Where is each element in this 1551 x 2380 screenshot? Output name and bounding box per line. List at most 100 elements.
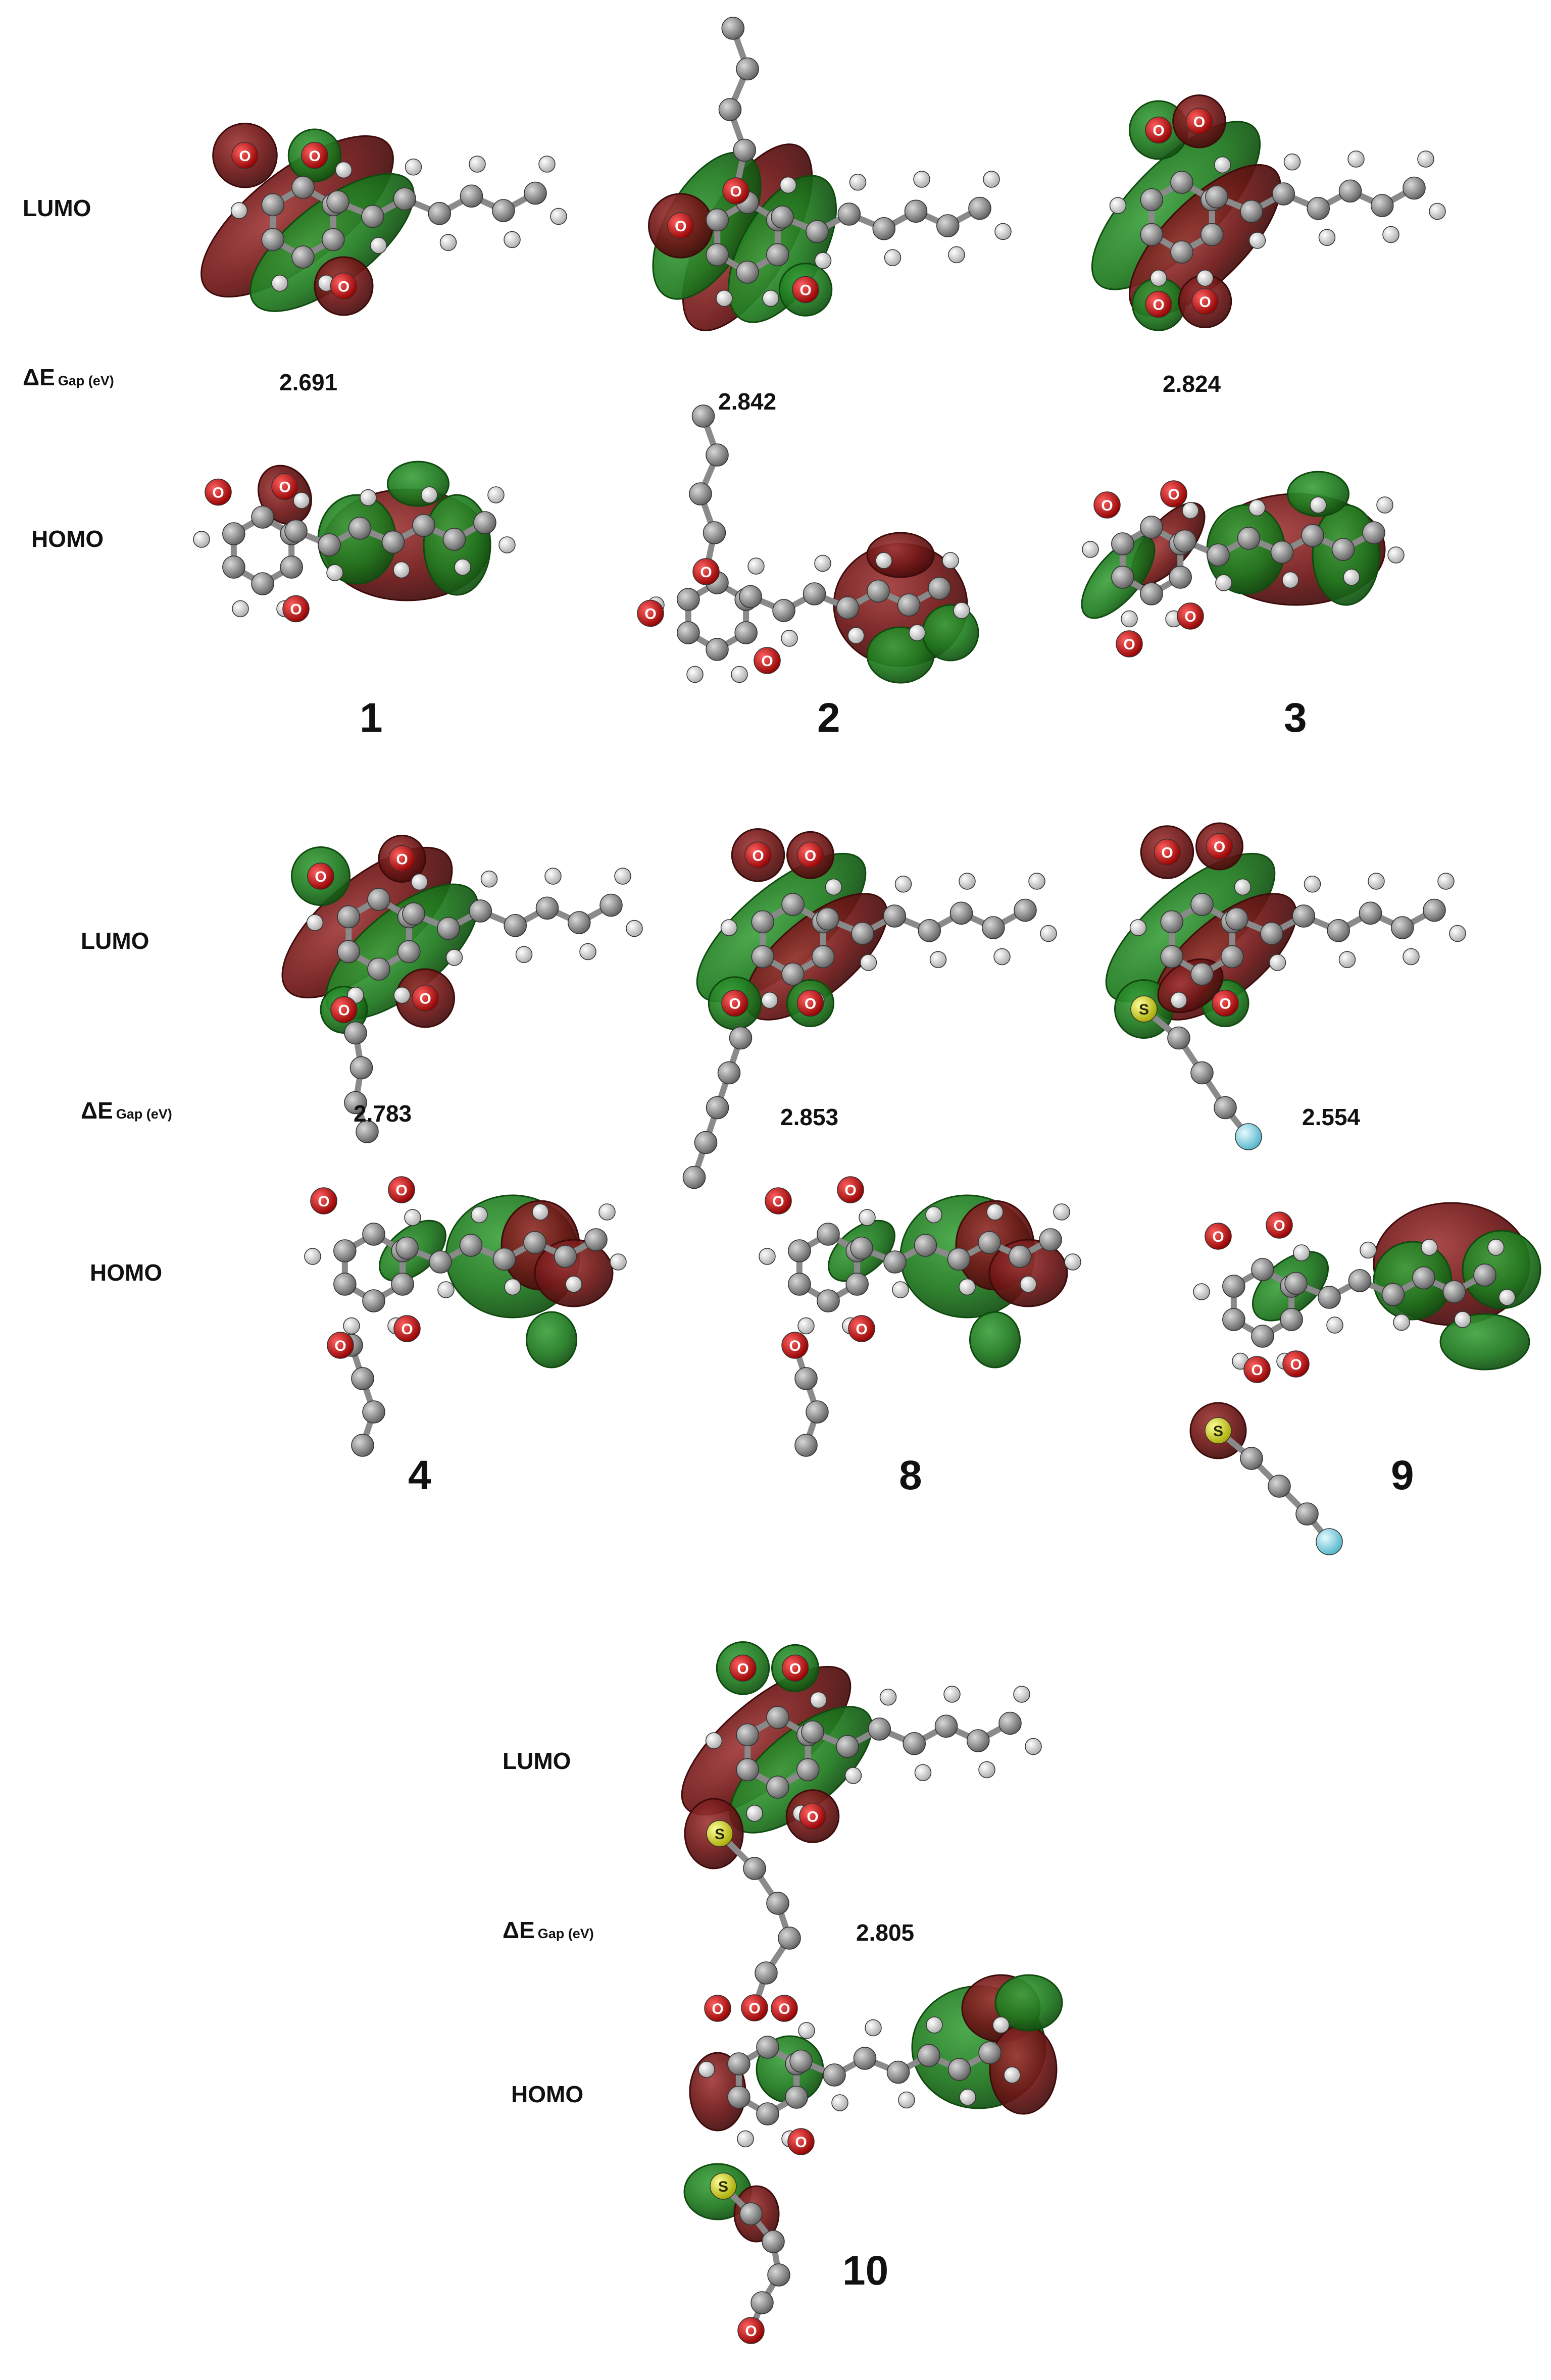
- oxygen-atom: [393, 1315, 421, 1342]
- hydrogen-atom: [1487, 1239, 1505, 1256]
- hydrogen-atom: [1393, 1313, 1410, 1331]
- oxygen-atom-label: O: [1168, 486, 1179, 503]
- oxygen-atom: [796, 989, 824, 1017]
- oxygen-atom: [1243, 1356, 1271, 1383]
- carbon-atom: [853, 2047, 877, 2070]
- oxygen-atom-label: O: [778, 2001, 790, 2017]
- carbon-atom: [914, 1234, 937, 1257]
- carbon-atom: [736, 57, 759, 81]
- carbon-atom: [1381, 1283, 1405, 1306]
- hydrogen-atom: [986, 1203, 1004, 1221]
- carbon-atom: [318, 533, 341, 556]
- carbon-atom: [1423, 898, 1446, 922]
- carbon-atom: [766, 1776, 789, 1799]
- hydrogen-atom: [849, 174, 867, 191]
- hydrogen-atom: [610, 1253, 627, 1271]
- hydrogen-atom: [1170, 992, 1187, 1009]
- hydrogen-atom: [1293, 1244, 1310, 1261]
- orbital-lobe-positive: [526, 1311, 577, 1369]
- hydrogen-atom: [1193, 1283, 1210, 1300]
- carbon-atom: [535, 896, 559, 920]
- hydrogen-atom: [1498, 1289, 1516, 1306]
- carbon-atom: [437, 917, 460, 940]
- carbon-atom: [785, 2086, 808, 2109]
- oxygen-atom: [205, 478, 232, 506]
- carbon-atom: [362, 1289, 385, 1312]
- hydrogen-atom: [504, 231, 521, 248]
- oxygen-atom-label: O: [737, 1660, 748, 1677]
- carbon-atom: [1111, 566, 1134, 589]
- hydrogen-atom: [781, 630, 798, 647]
- carbon-atom: [886, 2060, 910, 2084]
- carbon-atom: [291, 176, 315, 199]
- compound-number-4: 4: [408, 1452, 431, 1498]
- oxygen-atom-label: O: [338, 279, 349, 295]
- hydrogen-atom: [831, 2094, 848, 2111]
- carbon-atom: [1331, 538, 1355, 561]
- carbon-atom: [736, 1758, 759, 1782]
- orbital-lobe-positive: [994, 1974, 1063, 2032]
- carbon-atom: [872, 217, 895, 240]
- carbon-atom: [781, 893, 805, 916]
- carbon-atom: [1280, 1308, 1303, 1331]
- hydrogen-atom: [860, 954, 877, 971]
- hydrogen-atom: [565, 1276, 582, 1293]
- oxygen-atom-label: O: [1153, 123, 1164, 139]
- hydrogen-atom: [993, 948, 1011, 966]
- carbon-atom: [222, 522, 245, 545]
- carbon-atom: [934, 1714, 958, 1738]
- oxygen-atom: [388, 845, 416, 873]
- hydrogen-atom: [1421, 1239, 1438, 1256]
- oxygen-atom: [704, 1995, 731, 2022]
- hydrogen-atom: [879, 1689, 897, 1706]
- hydrogen-atom: [304, 1248, 321, 1265]
- carbon-atom: [524, 181, 547, 205]
- hydrogen-atom: [1283, 154, 1301, 171]
- carbon-atom: [689, 482, 712, 505]
- oxygen-atom-label: O: [290, 601, 302, 618]
- oxygen-atom: [1154, 838, 1181, 866]
- orbital-lobe-positive: [387, 461, 449, 507]
- hydrogen-atom: [1429, 202, 1446, 220]
- carbon-atom: [727, 2086, 751, 2109]
- fluorine-atom: [1316, 1528, 1343, 1555]
- carbon-atom: [351, 1367, 374, 1390]
- hydrogen-atom: [550, 208, 567, 225]
- carbon-atom: [1111, 532, 1134, 555]
- hydrogen-atom: [814, 252, 832, 269]
- oxygen-atom: [744, 841, 772, 869]
- hydrogen-atom: [865, 2019, 882, 2037]
- carbon-atom: [333, 1239, 357, 1262]
- carbon-atom: [344, 1021, 367, 1045]
- carbon-atom: [1140, 223, 1163, 246]
- oxygen-atom-label: O: [334, 1338, 346, 1354]
- carbon-atom: [284, 519, 308, 543]
- oxygen-atom: [771, 1995, 798, 2022]
- hydrogen-atom: [1040, 925, 1057, 942]
- hydrogen-atom: [1304, 876, 1321, 893]
- sulfur-atom-label: S: [718, 2179, 728, 2195]
- hydrogen-atom: [1025, 1738, 1042, 1755]
- carbon-atom: [523, 1231, 546, 1254]
- carbon-atom: [599, 893, 623, 917]
- hydrogen-atom: [544, 868, 562, 885]
- carbon-atom: [362, 1223, 385, 1246]
- oxygen-atom-label: O: [239, 148, 251, 165]
- carbon-atom: [718, 98, 742, 121]
- hydrogen-atom: [487, 486, 505, 503]
- hydrogen-atom: [1343, 569, 1360, 586]
- sulfur-atom: [1205, 1417, 1232, 1444]
- hydrogen-atom: [798, 2022, 815, 2039]
- carbon-atom: [801, 1720, 824, 1744]
- hydrogen-atom: [810, 1691, 827, 1709]
- hydrogen-atom: [759, 1248, 776, 1265]
- hydrogen-atom: [797, 1317, 815, 1335]
